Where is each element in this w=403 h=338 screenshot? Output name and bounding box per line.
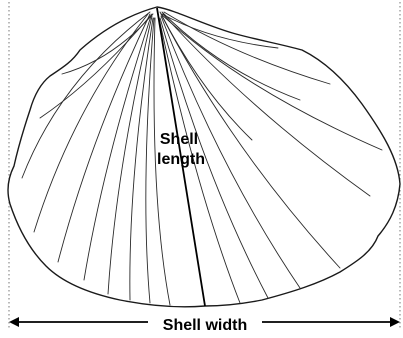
- width-arrow-right: [390, 317, 400, 327]
- width-arrow-left: [9, 317, 19, 327]
- shell-length-label-line2: length: [157, 151, 205, 168]
- shell-length-label-line1: Shell: [160, 131, 198, 148]
- shell-width-label: Shell width: [163, 317, 247, 334]
